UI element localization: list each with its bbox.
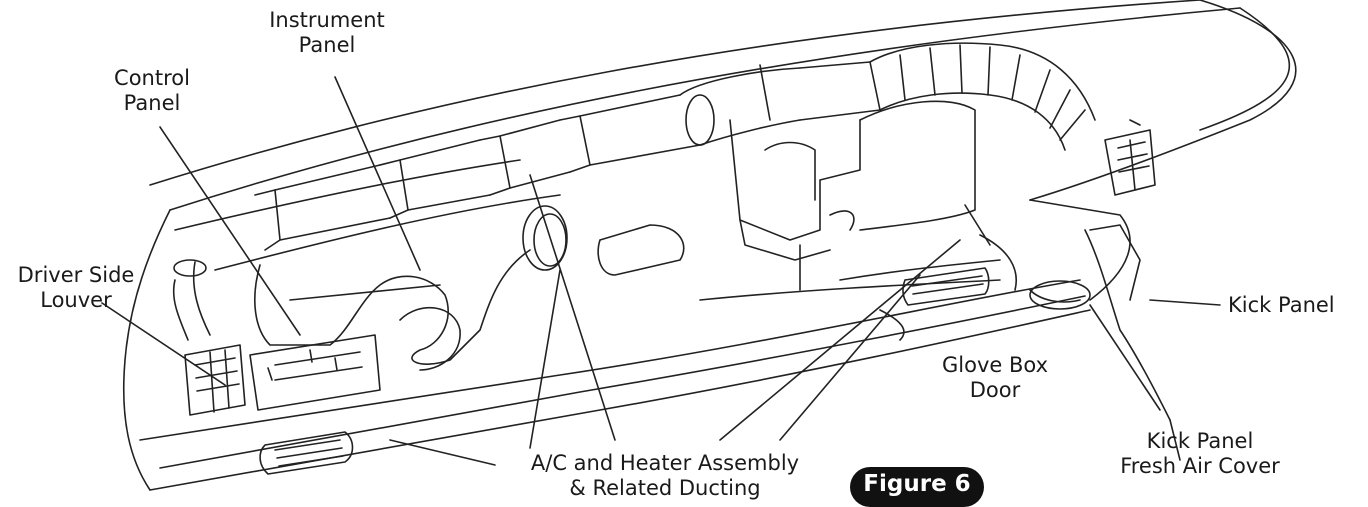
label-instrument-panel-line2: Panel	[298, 33, 356, 57]
label-control-panel-line2: Panel	[123, 91, 181, 115]
label-kick-fresh-air-line1: Kick Panel	[1146, 429, 1254, 453]
leader-driver-louver	[101, 302, 226, 386]
leader-control-panel	[159, 126, 301, 336]
label-ac-heater-line2: & Related Ducting	[569, 476, 761, 500]
kick-panel-shape	[1029, 224, 1181, 461]
driver-louver	[172, 259, 246, 416]
label-glove-box-line1: Glove Box	[941, 353, 1048, 377]
leader-instrument-panel	[334, 76, 421, 271]
label-kick-panel: Kick Panel	[1228, 293, 1335, 318]
figure-label-badge: Figure 6	[850, 467, 984, 507]
label-kick-panel-fresh-air-cover: Kick Panel Fresh Air Cover	[1100, 429, 1300, 479]
label-driver-side-louver-line1: Driver Side	[17, 263, 135, 287]
lower-center-vent	[259, 267, 990, 475]
figure-label-text: Figure 6	[863, 471, 971, 497]
instrument-panel-recess	[254, 249, 531, 371]
leader-kick-panel	[1149, 299, 1221, 306]
label-kick-fresh-air-line2: Fresh Air Cover	[1120, 454, 1280, 478]
ac-ducting-tube	[679, 42, 1096, 151]
label-instrument-panel: Instrument Panel	[252, 8, 402, 58]
label-driver-side-louver: Driver Side Louver	[0, 263, 152, 313]
leader-ac-5	[529, 269, 561, 449]
label-glove-box-door: Glove Box Door	[930, 353, 1060, 403]
leader-ac-4	[779, 274, 921, 441]
label-kick-panel-text: Kick Panel	[1228, 293, 1335, 317]
leader-lines	[101, 76, 1221, 466]
center-round-vent	[522, 205, 685, 276]
leader-ac-3	[719, 239, 961, 441]
control-panel-unit	[249, 334, 381, 411]
label-instrument-panel-line1: Instrument	[269, 8, 385, 32]
dash-top-outline	[149, 0, 1297, 211]
label-ac-heater-line1: A/C and Heater Assembly	[530, 451, 800, 475]
label-glove-box-line2: Door	[969, 378, 1021, 402]
label-control-panel: Control Panel	[102, 66, 202, 116]
label-ac-heater-assembly: A/C and Heater Assembly & Related Ductin…	[490, 451, 840, 501]
leader-kick-fresh-air	[1089, 304, 1161, 411]
leader-ac-1	[389, 439, 496, 466]
leader-ac-2	[529, 174, 616, 441]
label-control-panel-line1: Control	[114, 66, 190, 90]
right-louver	[1104, 119, 1156, 196]
top-ducting	[254, 94, 701, 251]
leader-glove-box	[964, 204, 991, 246]
heater-box	[729, 100, 976, 261]
label-driver-side-louver-line2: Louver	[40, 288, 112, 312]
dashboard-body	[122, 159, 1131, 491]
